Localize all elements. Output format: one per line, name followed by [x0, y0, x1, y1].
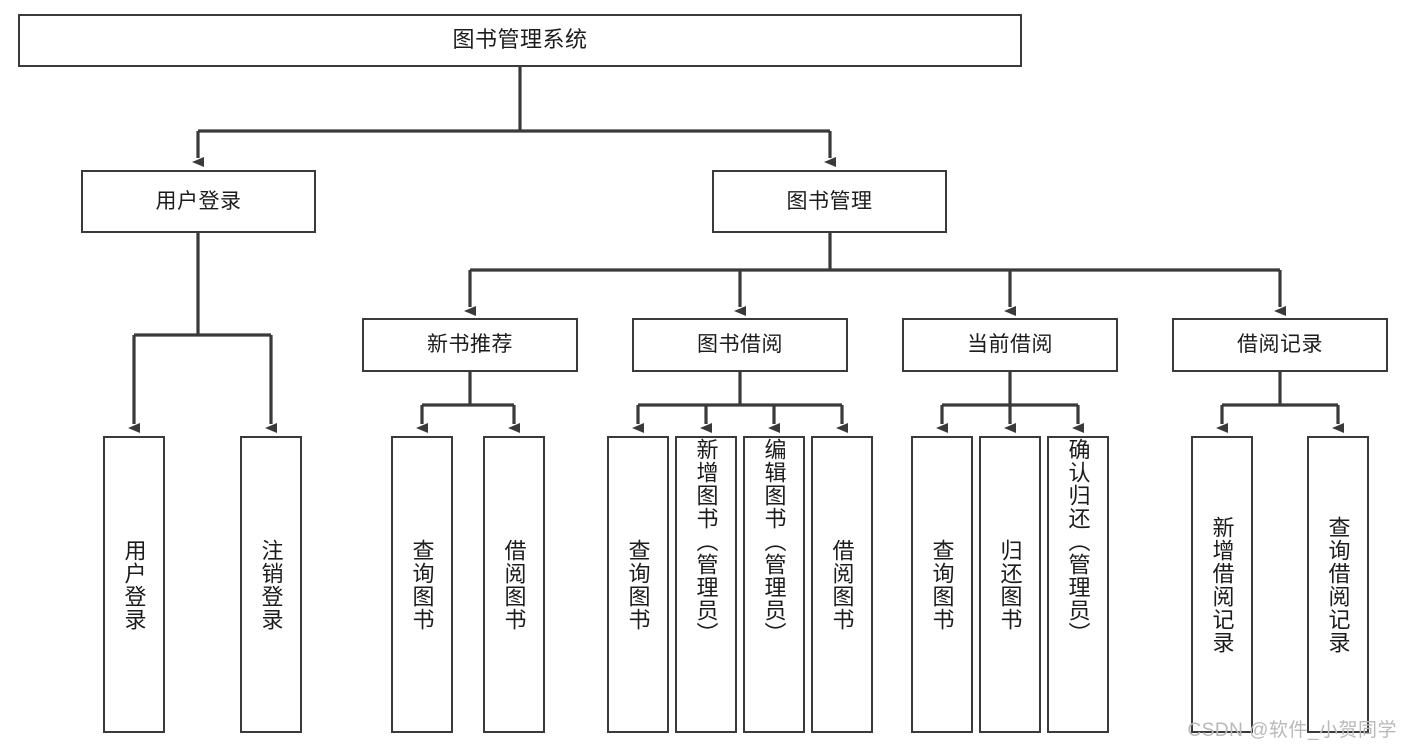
- leaf-borrow-book-2-label: 借阅图书: [829, 538, 855, 631]
- leaf-logout-login[interactable]: 注销登录: [240, 436, 302, 733]
- node-borrow-record[interactable]: 借阅记录: [1172, 318, 1388, 372]
- node-book-borrow[interactable]: 图书借阅: [632, 318, 848, 372]
- leaf-query-book-2-label: 查询图书: [625, 538, 651, 631]
- leaf-query-book-2[interactable]: 查询图书: [607, 436, 669, 733]
- node-new-book-recommend-label: 新书推荐: [427, 333, 513, 357]
- leaf-user-login-label: 用户登录: [121, 538, 147, 631]
- leaf-query-book-1[interactable]: 查询图书: [391, 436, 453, 733]
- leaf-return-book[interactable]: 归还图书: [979, 436, 1041, 733]
- leaf-confirm-return-label: 确认归还（管理员）: [1065, 438, 1091, 645]
- leaf-add-book-label: 新增图书（管理员）: [693, 438, 719, 645]
- leaf-edit-book-label: 编辑图书（管理员）: [761, 438, 787, 645]
- leaf-query-book-3[interactable]: 查询图书: [911, 436, 973, 733]
- node-book-management-label: 图书管理: [786, 189, 873, 213]
- leaf-logout-login-label: 注销登录: [258, 538, 284, 631]
- node-book-management[interactable]: 图书管理: [712, 170, 947, 233]
- leaf-query-record-label: 查询借阅记录: [1325, 515, 1351, 654]
- leaf-query-book-1-label: 查询图书: [409, 538, 435, 631]
- node-root[interactable]: 图书管理系统: [18, 14, 1022, 67]
- node-current-borrow-label: 当前借阅: [967, 333, 1053, 357]
- leaf-borrow-book-1[interactable]: 借阅图书: [483, 436, 545, 733]
- leaf-confirm-return[interactable]: 确认归还（管理员）: [1047, 436, 1109, 733]
- leaf-edit-book[interactable]: 编辑图书（管理员）: [743, 436, 805, 733]
- node-root-label: 图书管理系统: [452, 27, 588, 53]
- node-user-login-label: 用户登录: [155, 189, 242, 213]
- leaf-borrow-book-2[interactable]: 借阅图书: [811, 436, 873, 733]
- node-new-book-recommend[interactable]: 新书推荐: [362, 318, 578, 372]
- csdn-watermark: CSDN @软件_小贺同学: [1187, 720, 1397, 741]
- node-current-borrow[interactable]: 当前借阅: [902, 318, 1118, 372]
- leaf-query-book-3-label: 查询图书: [929, 538, 955, 631]
- node-borrow-record-label: 借阅记录: [1237, 333, 1323, 357]
- leaf-add-book[interactable]: 新增图书（管理员）: [675, 436, 737, 733]
- leaf-query-record[interactable]: 查询借阅记录: [1307, 436, 1369, 733]
- leaf-add-record[interactable]: 新增借阅记录: [1191, 436, 1253, 733]
- node-user-login[interactable]: 用户登录: [81, 170, 316, 233]
- leaf-add-record-label: 新增借阅记录: [1209, 515, 1235, 654]
- leaf-return-book-label: 归还图书: [997, 538, 1023, 631]
- leaf-borrow-book-1-label: 借阅图书: [501, 538, 527, 631]
- node-book-borrow-label: 图书借阅: [697, 333, 783, 357]
- leaf-user-login[interactable]: 用户登录: [103, 436, 165, 733]
